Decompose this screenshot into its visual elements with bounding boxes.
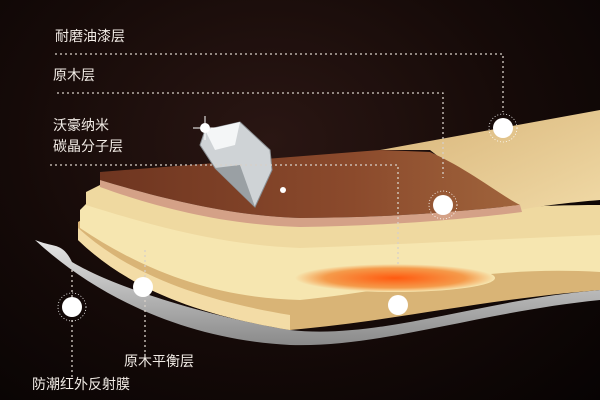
top-veneer-layer [100, 150, 520, 218]
label-balance-layer: 原木平衡层 [124, 354, 194, 370]
oak-surface [380, 110, 600, 212]
label-carbon-layer-1: 沃豪纳米 [53, 118, 109, 134]
label-carbon-layer-2: 碳晶分子层 [53, 139, 123, 155]
moisture-film-layer [35, 240, 600, 346]
label-wood-layer: 原木层 [53, 68, 95, 84]
leader-lines [50, 53, 504, 378]
marker-wood-layer [433, 195, 453, 215]
label-moisture-film: 防潮红外反射膜 [32, 377, 130, 393]
upper-wood-layer [86, 185, 600, 248]
marker-rings [57, 113, 518, 322]
marker-moisture-film [62, 297, 82, 317]
marker-balance-layer [133, 277, 153, 297]
balance-wood-edge [78, 228, 290, 330]
marker-carbon-layer [388, 295, 408, 315]
label-wear-layer: 耐磨油漆层 [55, 29, 125, 45]
marker-wear-layer [493, 118, 513, 138]
markers [62, 118, 513, 317]
veneer-edge [100, 180, 522, 227]
heat-glow [295, 264, 495, 292]
